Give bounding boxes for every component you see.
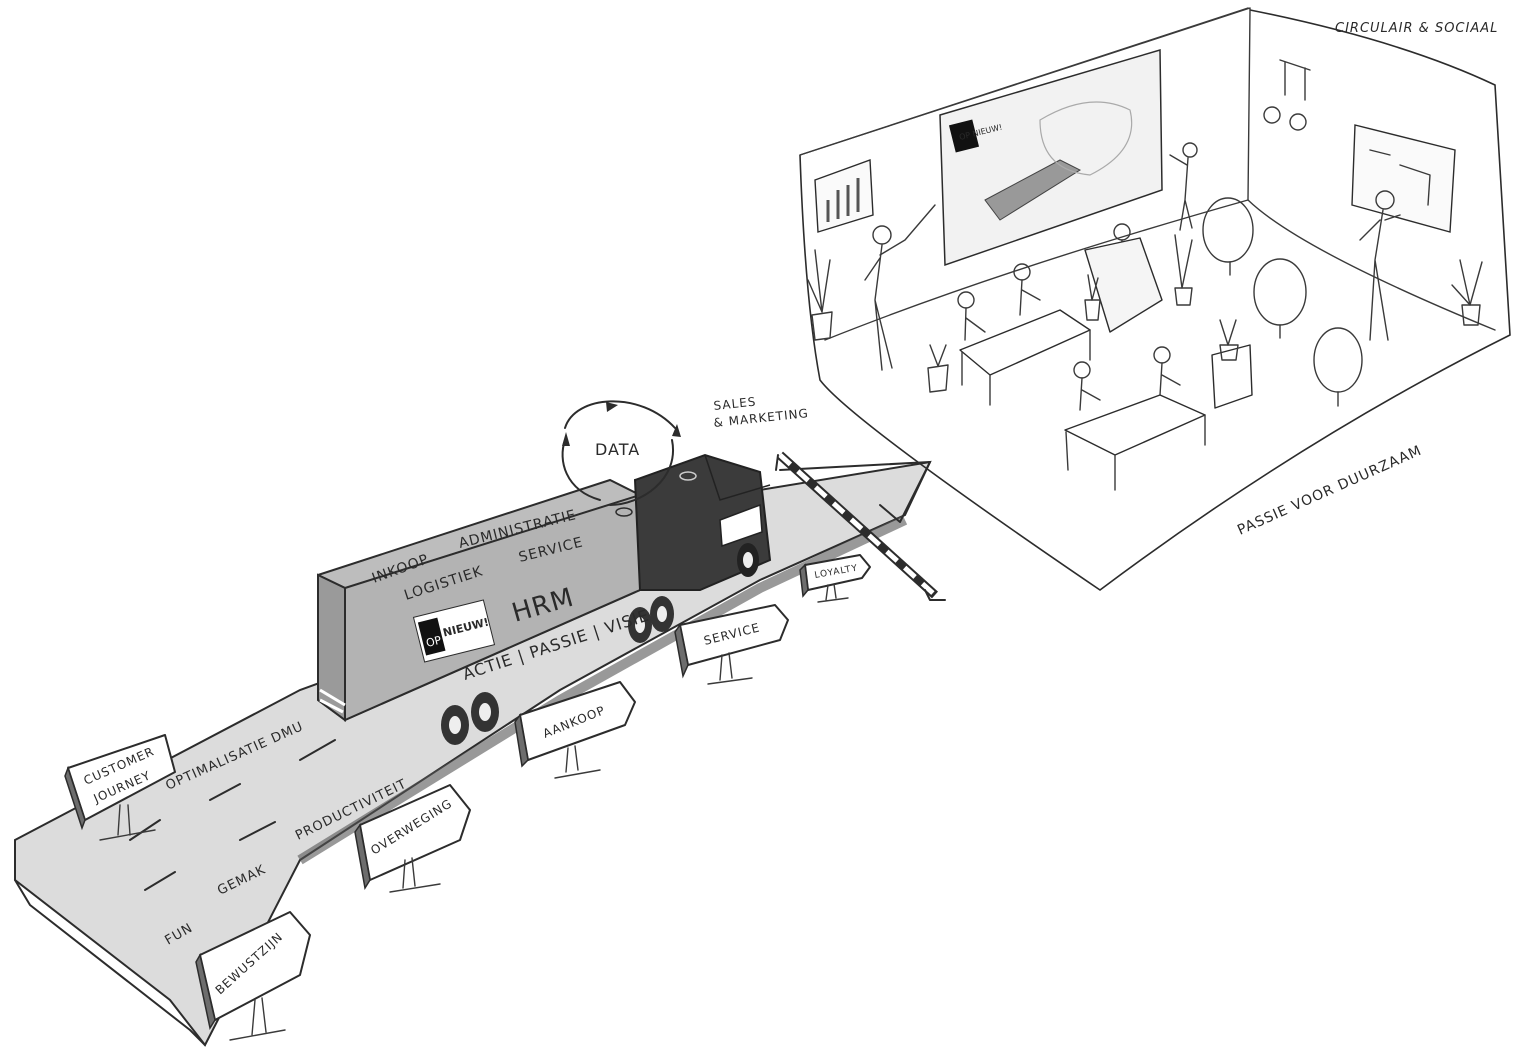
sign-service: SERVICE xyxy=(674,604,789,685)
sign-overweging: OVERWEGING xyxy=(354,784,471,893)
barrier xyxy=(775,451,946,601)
opnieuw-logo: OP NIEUW! xyxy=(412,599,496,663)
room-floor-label: PASSIE VOOR DUURZAAM xyxy=(1235,443,1424,539)
sign-customer-journey: CUSTOMER JOURNEY xyxy=(64,734,176,841)
sign-bewustzijn: BEWUSTZIJN xyxy=(195,911,311,1041)
presentation-board: OP NIEUW! xyxy=(939,49,1163,267)
logo-op: OP xyxy=(425,633,443,649)
data-label: DATA xyxy=(595,440,640,459)
sales-label: SALES xyxy=(713,395,757,413)
sign-aankoop: AANKOOP xyxy=(514,681,636,779)
sign-loyalty: LOYALTY xyxy=(799,554,871,603)
caption-circulair: CIRCULAIR & SOCIAAL xyxy=(1335,21,1498,36)
data-cycle: DATA xyxy=(561,400,681,517)
